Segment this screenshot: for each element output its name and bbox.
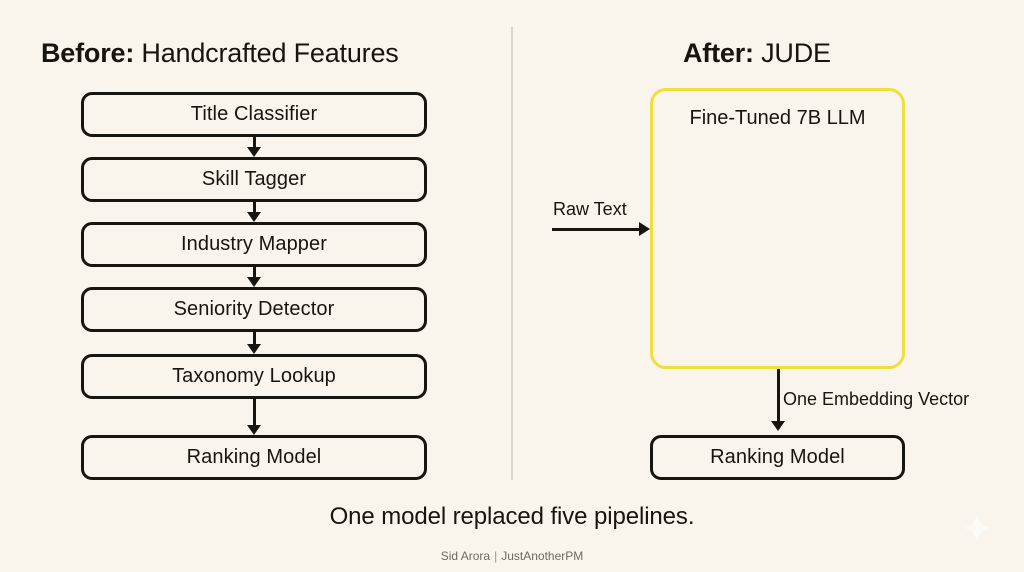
node-label: Seniority Detector (173, 298, 335, 320)
node-label: Skill Tagger (201, 168, 307, 190)
node-title-classifier: Title Classifier (81, 92, 427, 137)
node-ranking-model-left: Ranking Model (81, 435, 427, 480)
footer-separator: | (494, 549, 498, 563)
arrow-head (247, 212, 261, 222)
arrow-right-icon (552, 222, 650, 236)
right-column-title: After: JUDE (683, 40, 831, 67)
node-label: Ranking Model (710, 446, 845, 468)
arrow-down-icon (247, 202, 261, 222)
arrow-head (247, 277, 261, 287)
sparkle-icon (962, 513, 992, 543)
arrow-head (639, 222, 650, 236)
node-label: Fine-Tuned 7B LLM (689, 107, 866, 129)
embedding-vector-label: One Embedding Vector (783, 389, 970, 409)
footer-handle: JustAnotherPM (501, 549, 584, 563)
arrow-down-icon (247, 332, 261, 354)
arrow-shaft (776, 369, 780, 422)
left-column-title-rest: Handcrafted Features (134, 38, 399, 68)
column-divider (511, 27, 513, 480)
right-column-title-lead: After: (683, 38, 754, 68)
right-column-title-rest: JUDE (753, 38, 831, 68)
arrow-shaft (252, 399, 256, 426)
arrow-head (771, 421, 785, 431)
arrow-shaft (252, 267, 256, 278)
arrow-head (247, 344, 261, 354)
arrow-shaft (252, 202, 256, 213)
left-column-title: Before: Handcrafted Features (41, 40, 399, 67)
left-column-title-lead: Before: (41, 38, 135, 68)
caption: One model replaced five pipelines. (329, 503, 695, 530)
arrow-head (247, 425, 261, 435)
arrow-down-icon (247, 399, 261, 435)
footer-credit: Sid Arora|JustAnotherPM (0, 549, 1024, 563)
arrow-head (247, 147, 261, 157)
node-skill-tagger: Skill Tagger (81, 157, 427, 202)
arrow-shaft (252, 137, 256, 148)
arrow-down-icon (771, 369, 785, 431)
arrow-down-icon (247, 267, 261, 287)
node-fine-tuned-llm: Fine-Tuned 7B LLM (650, 88, 905, 369)
node-label: Title Classifier (190, 103, 318, 125)
node-label: Taxonomy Lookup (172, 365, 336, 387)
node-label: Ranking Model (186, 446, 322, 468)
arrow-down-icon (247, 137, 261, 157)
node-seniority-detector: Seniority Detector (81, 287, 427, 332)
arrow-shaft (252, 332, 256, 345)
raw-text-label: Raw Text (553, 199, 627, 219)
node-ranking-model-right: Ranking Model (650, 435, 905, 480)
node-industry-mapper: Industry Mapper (81, 222, 427, 267)
node-taxonomy-lookup: Taxonomy Lookup (81, 354, 427, 399)
footer-author: Sid Arora (440, 549, 491, 563)
node-label: Industry Mapper (180, 233, 327, 255)
arrow-shaft (552, 227, 640, 231)
